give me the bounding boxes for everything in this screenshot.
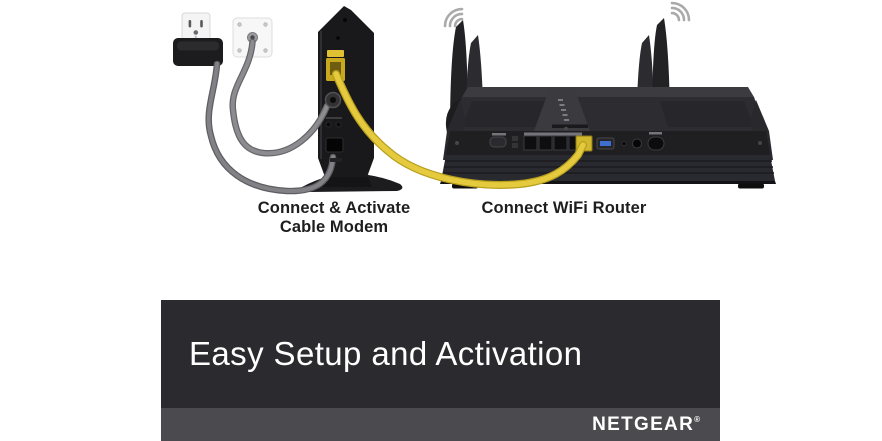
router-lan-port [553,135,568,151]
banner-title: Easy Setup and Activation [189,335,583,372]
router-power-jack [632,138,642,149]
marketing-banner: Easy Setup and Activation NETGEAR® [161,300,720,441]
router-caption-text: Connect WiFi Router [481,199,647,217]
router-led-column [558,99,569,121]
modem-caption-line1: Connect & Activate [257,199,411,217]
router-vent-grille [441,155,775,181]
wifi-signal-icon [670,1,691,22]
power-cable-icon [205,60,337,195]
registered-mark: ® [694,414,700,424]
modem-ethernet-label [327,50,344,57]
power-adapter-icon [173,38,223,66]
modem-ports [324,50,345,162]
modem-power-port [325,137,344,153]
wifi-signal-icon [443,7,464,28]
ethernet-cable-icon [332,70,587,189]
router-caption: Connect WiFi Router [464,199,664,218]
router-usb-port [489,136,507,148]
modem-caption-line2: Cable Modem [279,218,389,236]
router-ports [455,126,762,152]
modem-caption: Connect & Activate Cable Modem [244,199,424,237]
setup-diagram [173,1,776,195]
netgear-logo: NETGEAR® [592,414,700,436]
brand-bar: NETGEAR® [161,408,720,441]
brand-name: NETGEAR [592,413,695,435]
wifi-router-icon [440,18,776,189]
router-lan-port [538,135,553,151]
router-lan-port [523,135,538,151]
banner-main: Easy Setup and Activation [161,300,720,408]
coax-cable-icon [229,38,331,157]
router-power-button [647,136,665,151]
